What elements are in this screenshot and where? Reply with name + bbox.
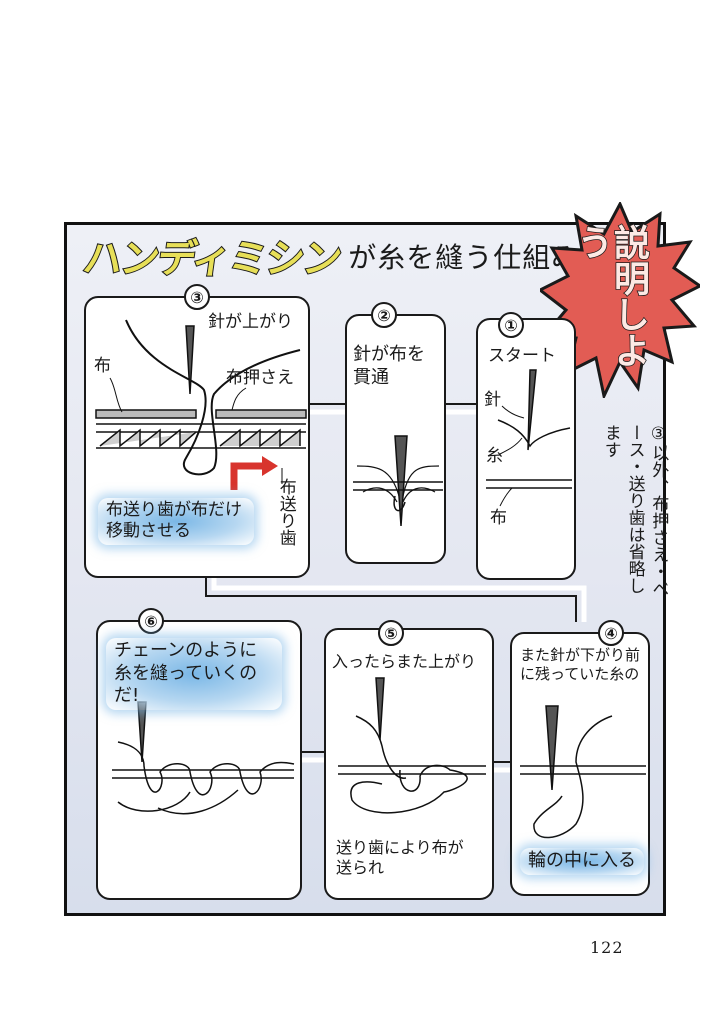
step-caption: スタート [488,346,556,366]
step-6-highlight: チェーンのように糸を縫っていくのだ! [106,638,282,710]
panel-step-4: ④ また針が下がり前に残っていた糸の 輪の中に入る [510,620,650,896]
step-1-illustration [486,369,572,507]
step-number: ② [371,302,397,328]
step-3-illustration [95,319,307,490]
step-caption: 入ったらまた上がり [332,652,477,671]
feed-dog-label: 布送り歯 [275,478,296,546]
step-3-highlight: 布送り歯が布だけ移動させる [98,498,254,545]
burst-shape [540,202,700,398]
title-rest: が糸を縫う仕組み [348,241,581,274]
thread-label: 糸 [486,446,503,466]
panel-step-6: ⑥ チェーンのように糸を縫っていくのだ! [96,608,302,900]
cloth-label: 布 [94,356,111,376]
panel-step-5: ⑤ 入ったらまた上がり 送り歯により布が送られ [324,620,494,900]
step-4-highlight: 輪の中に入る [520,848,644,875]
step-number: ③ [184,284,210,310]
step-number: ⑤ [378,620,404,646]
side-note: ③以外、布押さえ・ベース・送り歯は省略します [600,424,669,597]
step-caption: 針が上がり [208,312,293,332]
panel-step-2: ② 針が布を貫通 [345,302,446,564]
panel-step-3: ③ 針が上がり 布 布押さえ 布送り歯 布送り歯が布だけ移動させる [84,284,310,578]
step-bottom-caption: 送り歯により布が送られ [336,838,464,877]
step-number: ⑥ [138,608,164,634]
step-5-illustration [338,677,486,814]
step-number: ① [498,312,524,338]
step-number: ④ [598,620,624,646]
title-main: ハンディミシン [79,236,344,283]
step-4-illustration [520,705,646,839]
cloth-label: 布 [490,508,507,528]
step-6-illustration [112,701,295,815]
burst-text: 説明しよう [571,223,650,369]
page-number: 122 [590,938,624,957]
needle-label: 針 [484,390,501,410]
title: ハンディミシン が糸を縫う仕組み [79,228,581,284]
presser-label: 布押さえ [226,368,294,388]
step-caption: また針が下がり前に残っていた糸の [520,646,641,683]
panel-step-1: ① スタート 針 糸 布 [476,312,576,580]
step-caption: 針が布を貫通 [353,344,425,388]
step-2-illustration [353,435,443,527]
